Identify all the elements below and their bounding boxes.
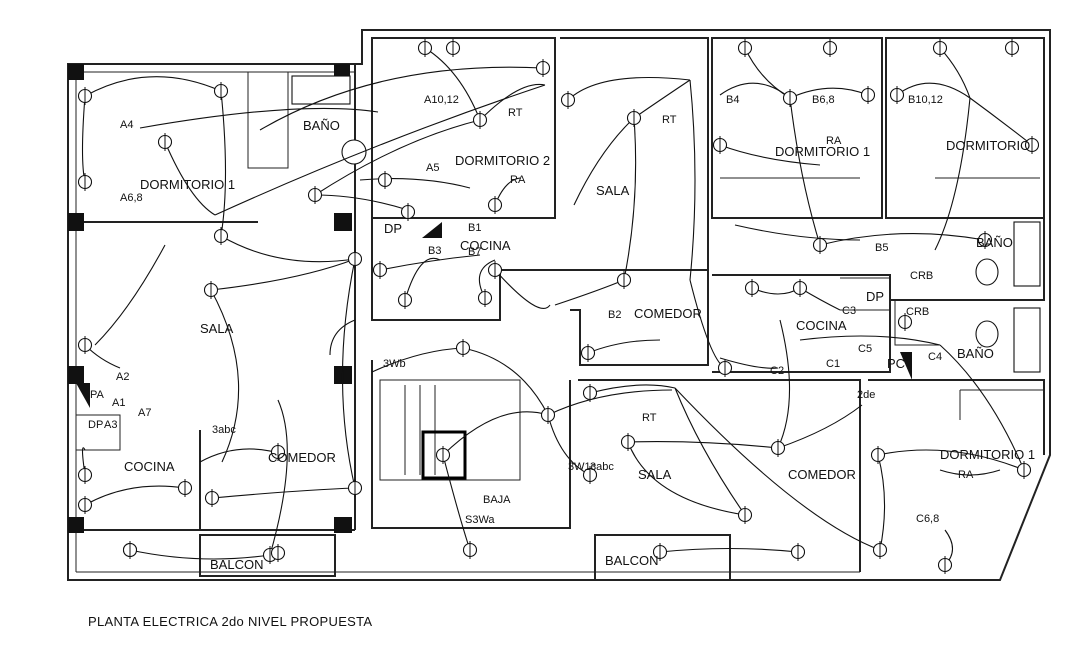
circuit-label: RT [642,412,657,424]
circuit-label: C2 [770,365,784,377]
circuit-label: A5 [426,162,439,174]
room-label: SALA [200,321,234,336]
room-label: BALCON [210,557,263,572]
circuit-label: B3 [428,245,441,257]
room-label: SALA [638,467,672,482]
circuit-label: B6,8 [812,94,835,106]
circuit-label: RA [510,174,526,186]
circuit-label: A10,12 [424,94,459,106]
circuit-label: C5 [858,343,872,355]
room-label: DP [866,289,884,304]
room-label: BAÑO [976,235,1013,250]
circuit-label: C3 [842,305,856,317]
circuit-label: 2de [857,389,875,401]
circuit-labels: A4 A6,8 A2 A1 A7 A3 3abc A10,12 RT A5 RA… [104,94,974,526]
circuit-label: B5 [875,242,888,254]
room-label: DORMITORIO 1 [940,447,1035,462]
room-label: DP [88,419,103,431]
circuit-label: RT [508,107,523,119]
room-label: PA [90,389,105,401]
circuit-label: CRB [906,306,929,318]
circuit-label: BAJA [483,494,511,506]
circuit-label: A1 [112,397,125,409]
room-label: DORMITORIO [946,138,1030,153]
circuit-label: 3Wb [383,358,406,370]
walls [67,29,1051,581]
circuit-label: A4 [120,119,133,131]
circuit-label: CRB [910,270,933,282]
room-label: COMEDOR [268,450,336,465]
room-label: DORMITORIO 1 [775,144,870,159]
circuit-label: B1 [468,222,481,234]
circuit-label: B7 [468,246,481,258]
circuit-label: C6,8 [916,513,939,525]
circuit-label: C4 [928,351,942,363]
columns [68,64,912,533]
room-label: COMEDOR [634,306,702,321]
circuit-label: B2 [608,309,621,321]
circuit-label: B4 [726,94,739,106]
circuit-label: 3abc [212,424,236,436]
circuit-label: A2 [116,371,129,383]
fixtures [291,75,1041,373]
room-label: BALCON [605,553,658,568]
circuit-label: A3 [104,419,117,431]
room-label: COCINA [796,318,847,333]
circuit-label: RA [826,135,842,147]
plan-title: PLANTA ELECTRICA 2do NIVEL PROPUESTA [88,614,373,629]
room-label: DORMITORIO 2 [455,153,550,168]
room-label: DP [384,221,402,236]
room-label: COCINA [124,459,175,474]
circuit-label: A7 [138,407,151,419]
circuit-label: S3Wa [465,514,495,526]
circuit-label: B10,12 [908,94,943,106]
circuit-label: A6,8 [120,192,143,204]
circuit-label: C1 [826,358,840,370]
room-labels: DORMITORIO 1 SALA COCINA COMEDOR BALCON … [88,118,1035,572]
light-fixtures [77,39,1040,574]
circuit-label: 3W1c [568,461,597,473]
circuit-label: RT [662,114,677,126]
circuit-label: RA [958,469,974,481]
circuit-label: 3abc [590,461,614,473]
room-label: COMEDOR [788,467,856,482]
room-label: DORMITORIO 1 [140,177,235,192]
room-label: BAÑO [303,118,340,133]
room-label: PC [887,356,905,371]
room-label: COCINA [460,238,511,253]
room-label: SALA [596,183,630,198]
room-label: BAÑO [957,346,994,361]
